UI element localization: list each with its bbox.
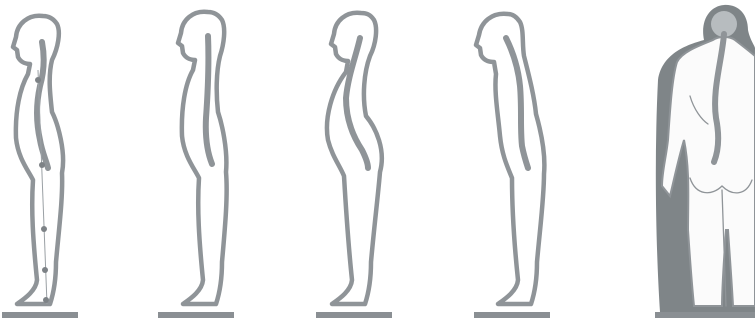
ground-line bbox=[158, 312, 234, 318]
knee-marker bbox=[41, 226, 47, 232]
hip-marker bbox=[39, 162, 45, 168]
figure-3-sway-posture bbox=[316, 13, 392, 318]
foot-marker bbox=[43, 297, 49, 303]
figure-2-flat-back bbox=[158, 12, 234, 318]
figure-4-kyphotic-posture bbox=[474, 14, 550, 318]
ear-marker bbox=[35, 77, 41, 83]
side-view-silhouette bbox=[178, 12, 227, 304]
figure-5-back-view bbox=[655, 5, 755, 318]
side-view-silhouette bbox=[476, 14, 544, 304]
ground-line bbox=[2, 312, 78, 318]
side-view-silhouette bbox=[13, 16, 63, 304]
figure-1-neutral-posture bbox=[2, 16, 78, 318]
ankle-marker bbox=[42, 267, 48, 273]
ground-line bbox=[474, 312, 550, 318]
ground-line bbox=[655, 312, 755, 318]
ground-line bbox=[316, 312, 392, 318]
